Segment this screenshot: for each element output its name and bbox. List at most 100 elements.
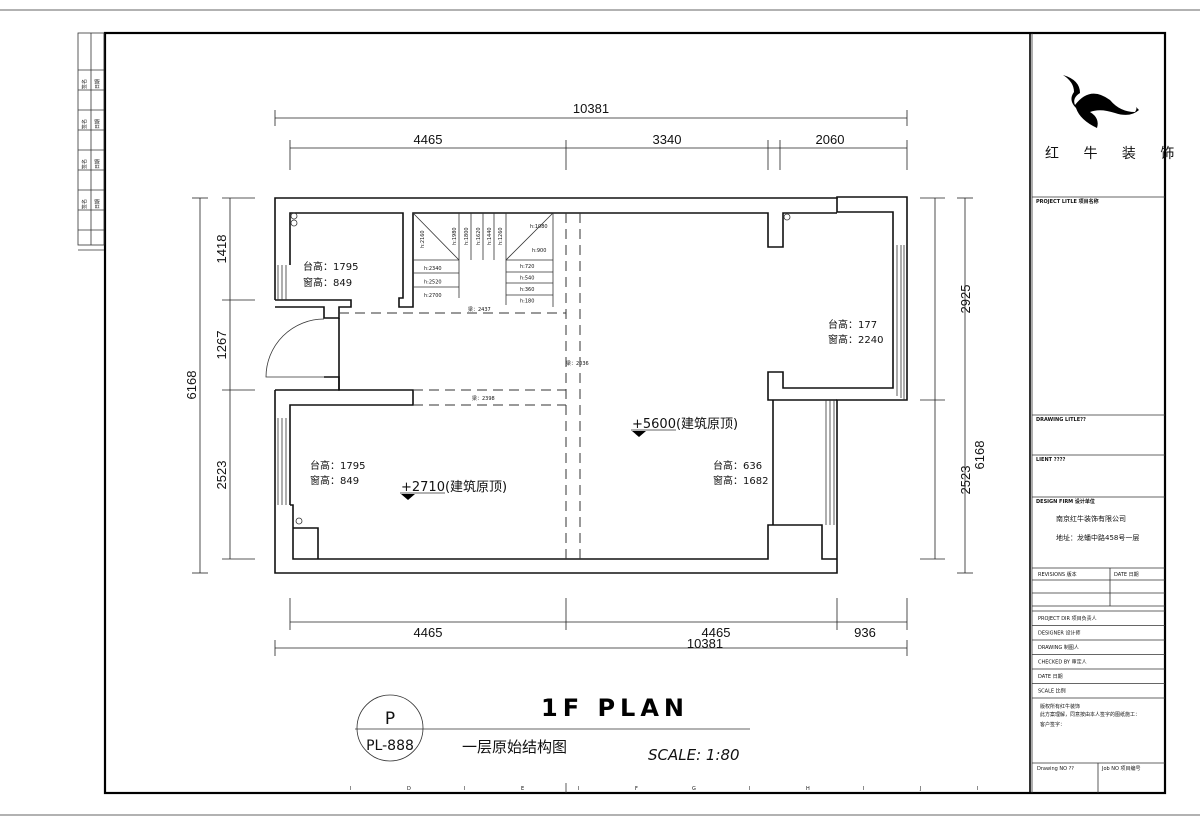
stair-step-label: h:180 xyxy=(520,299,534,305)
title-block-row-label: DATE 日期 xyxy=(1038,674,1063,680)
grid-label: E xyxy=(521,786,524,792)
dim-bottom-1: 4465 xyxy=(414,625,443,640)
stair-step-label: h:1980 xyxy=(452,227,458,245)
dimension-lines xyxy=(192,110,973,656)
dim-bottom-2: 4465 xyxy=(702,625,731,640)
company-address: 地址：龙蟠中路458号一层 xyxy=(1056,533,1139,542)
job-number-label: Job NO 项目编号 xyxy=(1101,765,1141,772)
dim-top-1: 4465 xyxy=(414,132,443,147)
grid-label: J xyxy=(919,786,921,792)
window-sill-label: 台高：177 xyxy=(828,318,877,331)
dim-right-overall: 6168 xyxy=(972,441,987,470)
stair-step-label: h:900 xyxy=(532,248,546,254)
grid-label: H xyxy=(806,786,810,792)
grid-label: I xyxy=(749,786,750,792)
stair-step-label: h:1260 xyxy=(498,227,504,245)
approval-note: 此方案理解，同意按由本人签字的图纸施工： xyxy=(1040,711,1140,718)
stair-step-label: h:540 xyxy=(520,276,534,282)
window-sill-label: 台高：1795 xyxy=(303,260,358,273)
level-marker-icon xyxy=(632,431,646,437)
level-marker-icon xyxy=(401,494,415,500)
client-signature-label: 客户签字： xyxy=(1040,721,1065,728)
grid-label: G xyxy=(692,786,696,792)
beam-lines: 梁：2437 梁：2398 梁：2036 xyxy=(339,213,589,559)
dim-right-2: 2523 xyxy=(958,466,973,495)
window-height-label: 窗高：2240 xyxy=(828,333,883,346)
ceiling-level-right: +5600(建筑原顶) xyxy=(632,416,738,432)
grid-label: I xyxy=(977,786,978,792)
dim-top-2: 3340 xyxy=(653,132,682,147)
strip-label: 签名 xyxy=(81,119,88,129)
symbol-letter: P xyxy=(385,709,395,729)
logo-text: 红 牛 装 饰 xyxy=(1045,146,1184,162)
plan-title-cn: 一层原始结构图 xyxy=(462,738,567,756)
stair-step-label: h:2340 xyxy=(424,266,442,272)
staircase: h:2160 h:1980 h:1800 h:1620 h:1440 h:1260 h:23… xyxy=(412,212,554,307)
beam-label: 梁：2398 xyxy=(472,395,495,402)
stair-step-label: h:1620 xyxy=(476,227,482,245)
window-height-label: 窗高：849 xyxy=(310,474,359,487)
plan-title: 1F PLAN xyxy=(541,694,689,722)
window-sill-label: 台高：1795 xyxy=(310,459,365,472)
scale-label: SCALE: 1:80 xyxy=(648,746,740,764)
stair-step-label: h:2160 xyxy=(420,230,426,248)
strip-label: 签名 xyxy=(81,199,88,209)
stair-step-label: h:2520 xyxy=(424,280,442,286)
project-title-label: PROJECT LITLE 项目名称 xyxy=(1036,198,1099,205)
walls xyxy=(265,196,908,574)
dim-left-2: 1267 xyxy=(214,331,229,360)
ceiling-level-left: +2710(建筑原顶) xyxy=(401,479,507,495)
dim-left-overall: 6168 xyxy=(184,371,199,400)
title-block-row-label: SCALE 比例 xyxy=(1038,688,1066,695)
title-block-row-label: DESIGNER 设计师 xyxy=(1038,630,1081,637)
stair-step-label: h:1080 xyxy=(530,224,548,230)
grid-label: D xyxy=(407,786,411,792)
dim-bottom-3: 936 xyxy=(854,625,876,640)
dim-top-overall: 10381 xyxy=(573,101,609,116)
title-block-row-label: PROJECT DIR 项目负责人 xyxy=(1038,615,1097,622)
grid-label: I xyxy=(464,786,465,792)
stair-step-label: h:1440 xyxy=(487,227,493,245)
stair-step-label: h:720 xyxy=(520,264,534,270)
title-block-row-label: DRAWING 制图人 xyxy=(1038,644,1079,651)
sheet-number: PL-888 xyxy=(366,738,414,754)
client-label: LIENT ???? xyxy=(1036,457,1065,463)
design-firm-label: DESIGN FIRM 设计单位 xyxy=(1036,498,1095,505)
window-sill-label: 台高：636 xyxy=(713,459,762,472)
left-signature-strip: 签名日期签名日期签名日期签名日期 xyxy=(77,32,105,251)
drawing-number-label: Drawing NO ?? xyxy=(1037,766,1074,772)
revisions-label: REVISIONS 版本 xyxy=(1038,571,1077,578)
grid-label: I xyxy=(863,786,864,792)
drawing-title-label: DRAWING LITLE?? xyxy=(1036,417,1086,423)
copyright-note: 版权所有红牛装饰 xyxy=(1040,703,1080,710)
dimension-labels: 10381 4465 3340 2060 4465 4465 936 10381… xyxy=(184,101,987,651)
dim-top-3: 2060 xyxy=(816,132,845,147)
stair-step-label: h:2700 xyxy=(424,293,442,299)
company-name: 南京红牛装饰有限公司 xyxy=(1056,514,1126,523)
beam-label: 梁：2036 xyxy=(566,360,589,367)
stair-step-label: h:1800 xyxy=(464,227,470,245)
dim-left-1: 1418 xyxy=(214,235,229,264)
company-logo: 红 牛 装 饰 xyxy=(1045,75,1184,162)
window-height-label: 窗高：849 xyxy=(303,276,352,289)
strip-label: 日期 xyxy=(95,79,101,89)
strip-label: 日期 xyxy=(95,199,101,209)
strip-label: 日期 xyxy=(95,159,101,169)
strip-label: 签名 xyxy=(81,79,88,89)
date-column-label: DATE 日期 xyxy=(1114,572,1139,578)
strip-label: 日期 xyxy=(95,119,101,129)
dim-bottom-overall: 10381 xyxy=(687,636,723,651)
title-block: 红 牛 装 饰 PROJECT LITLE 项目名称 DRAWING LITLE… xyxy=(1032,75,1184,793)
grid-label: I xyxy=(350,786,351,792)
title-block-row-label: CHECKED BY 审定人 xyxy=(1038,659,1087,666)
window-height-label: 窗高：1682 xyxy=(713,474,768,487)
stair-step-label: h:360 xyxy=(520,287,534,293)
dim-left-3: 2523 xyxy=(214,461,229,490)
beam-label: 梁：2437 xyxy=(468,306,491,313)
grid-label: F xyxy=(635,786,638,792)
strip-label: 签名 xyxy=(81,159,88,169)
drawing-title: P PL-888 1F PLAN 一层原始结构图 SCALE: 1:80 xyxy=(355,694,750,764)
grid-label: I xyxy=(578,786,579,792)
